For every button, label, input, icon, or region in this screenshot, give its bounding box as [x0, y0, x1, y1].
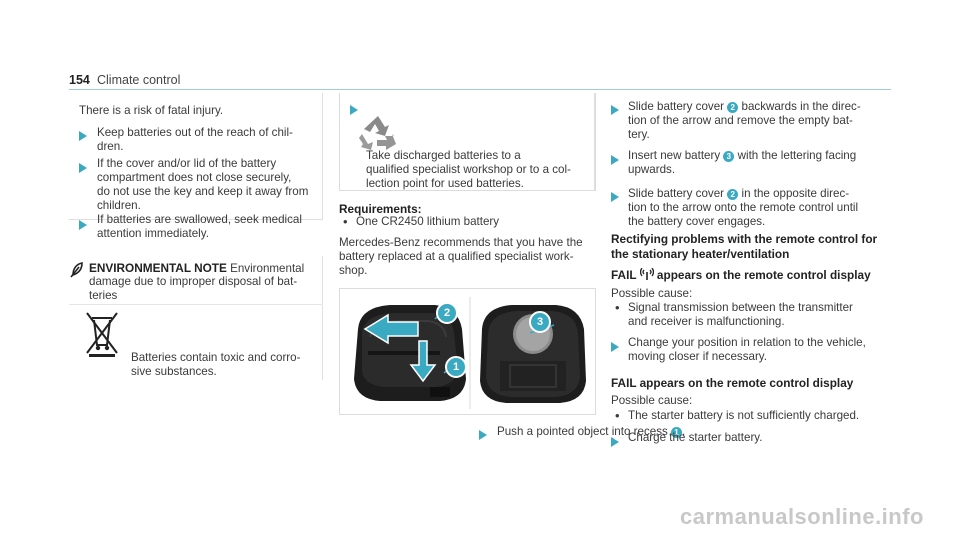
warning-intro: There is a risk of fatal injury.	[79, 104, 224, 117]
push-step-text: Push a pointed object into recess	[497, 425, 668, 438]
step-arrow-icon	[79, 220, 87, 230]
fail1-heading-text: appears on the remote control display	[656, 268, 871, 282]
insert-battery-step: Insert new battery 3 with the lettering …	[628, 149, 856, 177]
fail2-cause: The starter battery is not sufficiently …	[628, 409, 860, 422]
possible-cause-label: Possible cause:	[611, 287, 693, 300]
step-arrow-icon	[611, 105, 619, 115]
env-note-text-rest: damage due to improper disposal of bat- …	[89, 275, 298, 302]
requirements-heading: Requirements:	[339, 202, 422, 216]
env-note-first-line: ENVIRONMENTAL NOTE Environmental	[89, 261, 319, 276]
page-number: 154	[69, 73, 90, 87]
warning-box-border	[322, 93, 323, 220]
warning-step: If batteries are swallowed, seek medical…	[97, 213, 302, 240]
step-text: with the lettering facing upwards.	[628, 149, 857, 176]
figure-callout-2: 2	[436, 302, 458, 324]
header-rule	[69, 89, 891, 90]
fail1-heading: FAIL appears on the remote control displ…	[611, 267, 871, 283]
step-text: Insert new battery	[628, 149, 721, 162]
battery-number: 3	[723, 151, 735, 162]
antenna-signal-icon	[639, 267, 654, 280]
fail1-cause: Signal transmission between the transmit…	[628, 301, 853, 328]
fail2-action: Charge the starter battery.	[628, 431, 763, 444]
recommendation-text: Mercedes-Benz recommends that you have t…	[339, 236, 583, 277]
crossed-out-bin-icon	[86, 312, 118, 357]
possible-cause-label: Possible cause:	[611, 394, 693, 407]
step-text: Slide battery cover	[628, 100, 725, 113]
remote-control-figure: 2 1 3	[339, 288, 596, 415]
step-arrow-icon	[479, 430, 487, 440]
bullet-dot: •	[615, 408, 620, 423]
recycle-box	[339, 93, 596, 191]
push-step-end: .	[682, 425, 686, 438]
fail-text: FAIL	[611, 268, 637, 282]
env-note-text: Environmental	[230, 262, 305, 275]
slide-cover-back-step: Slide battery cover 2 in the opposite di…	[628, 187, 858, 229]
environment-leaf-icon	[70, 262, 83, 278]
remote-control-illustration	[348, 297, 586, 409]
bullet-dot: •	[343, 214, 348, 229]
figure-callout-3: 3	[529, 311, 551, 333]
step-text: in the opposite direc- tion to the arrow…	[628, 187, 859, 228]
warning-box-bottom	[69, 219, 323, 220]
step-arrow-icon	[79, 131, 87, 141]
batteries-text: Batteries contain toxic and corro- sive …	[131, 351, 301, 378]
recess-number: 1	[671, 427, 683, 438]
push-step: Push a pointed object into recess 1.	[497, 425, 685, 439]
column-divider	[594, 93, 595, 191]
watermark: carmanualsonline.info	[680, 504, 924, 529]
bullet-dot: •	[615, 300, 620, 315]
step-arrow-icon	[611, 192, 619, 202]
step-text: Slide battery cover	[628, 187, 725, 200]
rectifying-heading: Rectifying problems with the remote cont…	[611, 232, 878, 261]
step-arrow-icon	[611, 437, 619, 447]
fail1-action: Change your position in relation to the …	[628, 336, 866, 363]
recycle-text: Take discharged batteries to a qualified…	[366, 149, 571, 190]
env-box-border	[322, 256, 323, 380]
env-note-divider	[69, 304, 323, 305]
cover-number: 2	[727, 102, 739, 113]
warning-step: If the cover and/or lid of the battery c…	[97, 157, 309, 212]
env-note-title: ENVIRONMENTAL NOTE	[89, 261, 227, 275]
step-arrow-icon	[350, 105, 358, 115]
slide-cover-step: Slide battery cover 2 backwards in the d…	[628, 100, 861, 142]
step-text: backwards in the direc- tion of the arro…	[628, 100, 861, 141]
step-arrow-icon	[611, 155, 619, 165]
recycle-icon	[359, 116, 396, 150]
step-arrow-icon	[611, 342, 619, 352]
warning-step: Keep batteries out of the reach of chil-…	[97, 126, 293, 153]
cover-number: 2	[727, 189, 739, 200]
figure-callout-1: 1	[445, 356, 467, 378]
section-title: Climate control	[97, 73, 181, 87]
step-arrow-icon	[79, 163, 87, 173]
fail2-heading: FAIL appears on the remote control displ…	[611, 376, 854, 390]
requirements-item: One CR2450 lithium battery	[356, 215, 500, 228]
batteries-text-line1: Batteries contain toxic and corro- sive …	[131, 351, 300, 379]
